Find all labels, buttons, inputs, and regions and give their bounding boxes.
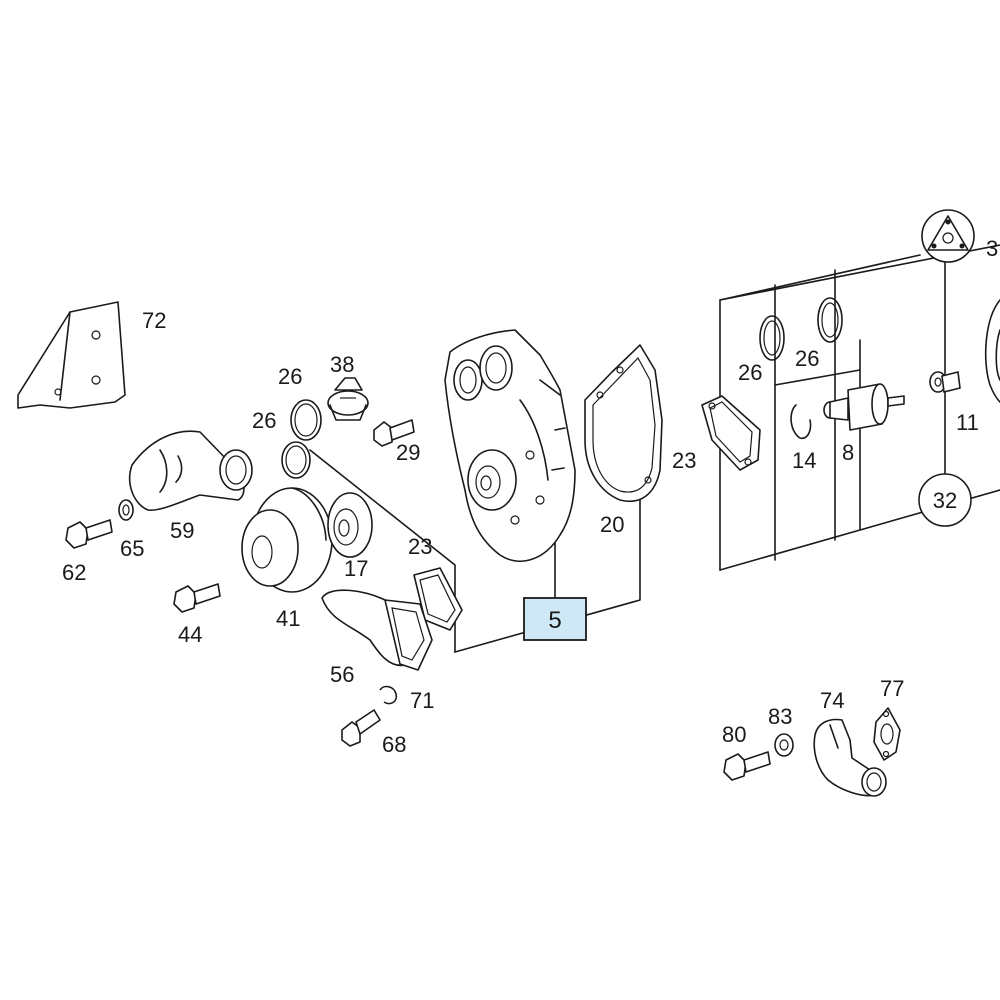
label-77[interactable]: 77 — [880, 676, 904, 701]
label-59[interactable]: 59 — [170, 518, 194, 543]
part-26-o-ring-right-a[interactable] — [759, 315, 785, 361]
reference-circle-3x[interactable] — [921, 209, 975, 263]
label-83[interactable]: 83 — [768, 704, 792, 729]
part-5-water-pump[interactable] — [444, 329, 576, 562]
part-41-pulley[interactable] — [241, 487, 333, 593]
frame-lines — [309, 244, 1000, 653]
label-26-c[interactable]: 26 — [738, 360, 762, 385]
part-8-shaft[interactable] — [823, 383, 905, 431]
part-29-bolt[interactable] — [373, 419, 415, 447]
part-77-gasket[interactable] — [873, 707, 901, 761]
part-62-bolt[interactable] — [65, 519, 113, 549]
part-59-housing[interactable] — [128, 430, 253, 511]
highlight-label: 5 — [548, 607, 561, 634]
reference-circle-32[interactable] — [918, 473, 972, 527]
part-74-elbow-fitting[interactable] — [813, 718, 887, 797]
label-23-a[interactable]: 23 — [408, 534, 432, 559]
label-14[interactable]: 14 — [792, 448, 816, 473]
part-17-hub[interactable] — [327, 492, 373, 558]
part-23-gasket-right[interactable] — [701, 395, 761, 471]
label-26-b[interactable]: 26 — [252, 408, 276, 433]
label-62[interactable]: 62 — [62, 560, 86, 585]
label-80[interactable]: 80 — [722, 722, 746, 747]
part-26-o-ring-upper[interactable] — [290, 399, 322, 441]
label-41[interactable]: 41 — [276, 606, 300, 631]
label-26-a[interactable]: 26 — [278, 364, 302, 389]
label-68[interactable]: 68 — [382, 732, 406, 757]
label-71[interactable]: 71 — [410, 688, 434, 713]
label-26-d[interactable]: 26 — [795, 346, 819, 371]
part-71-clip[interactable] — [379, 685, 398, 705]
part-56-elbow-pipe[interactable] — [321, 589, 433, 671]
part-labels: 72 26 38 26 29 59 65 62 41 17 44 23 56 7… — [62, 236, 998, 757]
part-65-washer[interactable] — [118, 499, 134, 521]
part-26-o-ring-lower[interactable] — [281, 441, 311, 479]
part-20-gasket[interactable] — [584, 344, 663, 502]
part-72-bracket[interactable] — [17, 301, 126, 409]
label-65[interactable]: 65 — [120, 536, 144, 561]
part-14-snap-ring[interactable] — [790, 404, 812, 440]
label-29[interactable]: 29 — [396, 440, 420, 465]
label-38[interactable]: 38 — [330, 352, 354, 377]
label-23-b[interactable]: 23 — [672, 448, 696, 473]
part-83-washer[interactable] — [774, 733, 794, 757]
part-38-thermostat[interactable] — [327, 377, 369, 421]
label-32[interactable]: 32 — [933, 488, 957, 513]
label-74[interactable]: 74 — [820, 688, 844, 713]
part-partial-ring-edge — [984, 299, 1000, 403]
label-8[interactable]: 8 — [842, 440, 854, 465]
label-17[interactable]: 17 — [344, 556, 368, 581]
part-11-fitting[interactable] — [929, 371, 961, 393]
label-72[interactable]: 72 — [142, 308, 166, 333]
label-20[interactable]: 20 — [600, 512, 624, 537]
label-44[interactable]: 44 — [178, 622, 202, 647]
part-68-screw[interactable] — [341, 709, 381, 747]
label-11[interactable]: 11 — [956, 410, 979, 435]
part-26-o-ring-right-b[interactable] — [817, 297, 843, 343]
highlight-part-5[interactable]: 5 — [523, 597, 587, 641]
label-56[interactable]: 56 — [330, 662, 354, 687]
part-44-bolt[interactable] — [173, 583, 221, 613]
label-3x[interactable]: 3 — [986, 236, 998, 261]
part-80-bolt[interactable] — [723, 751, 771, 781]
